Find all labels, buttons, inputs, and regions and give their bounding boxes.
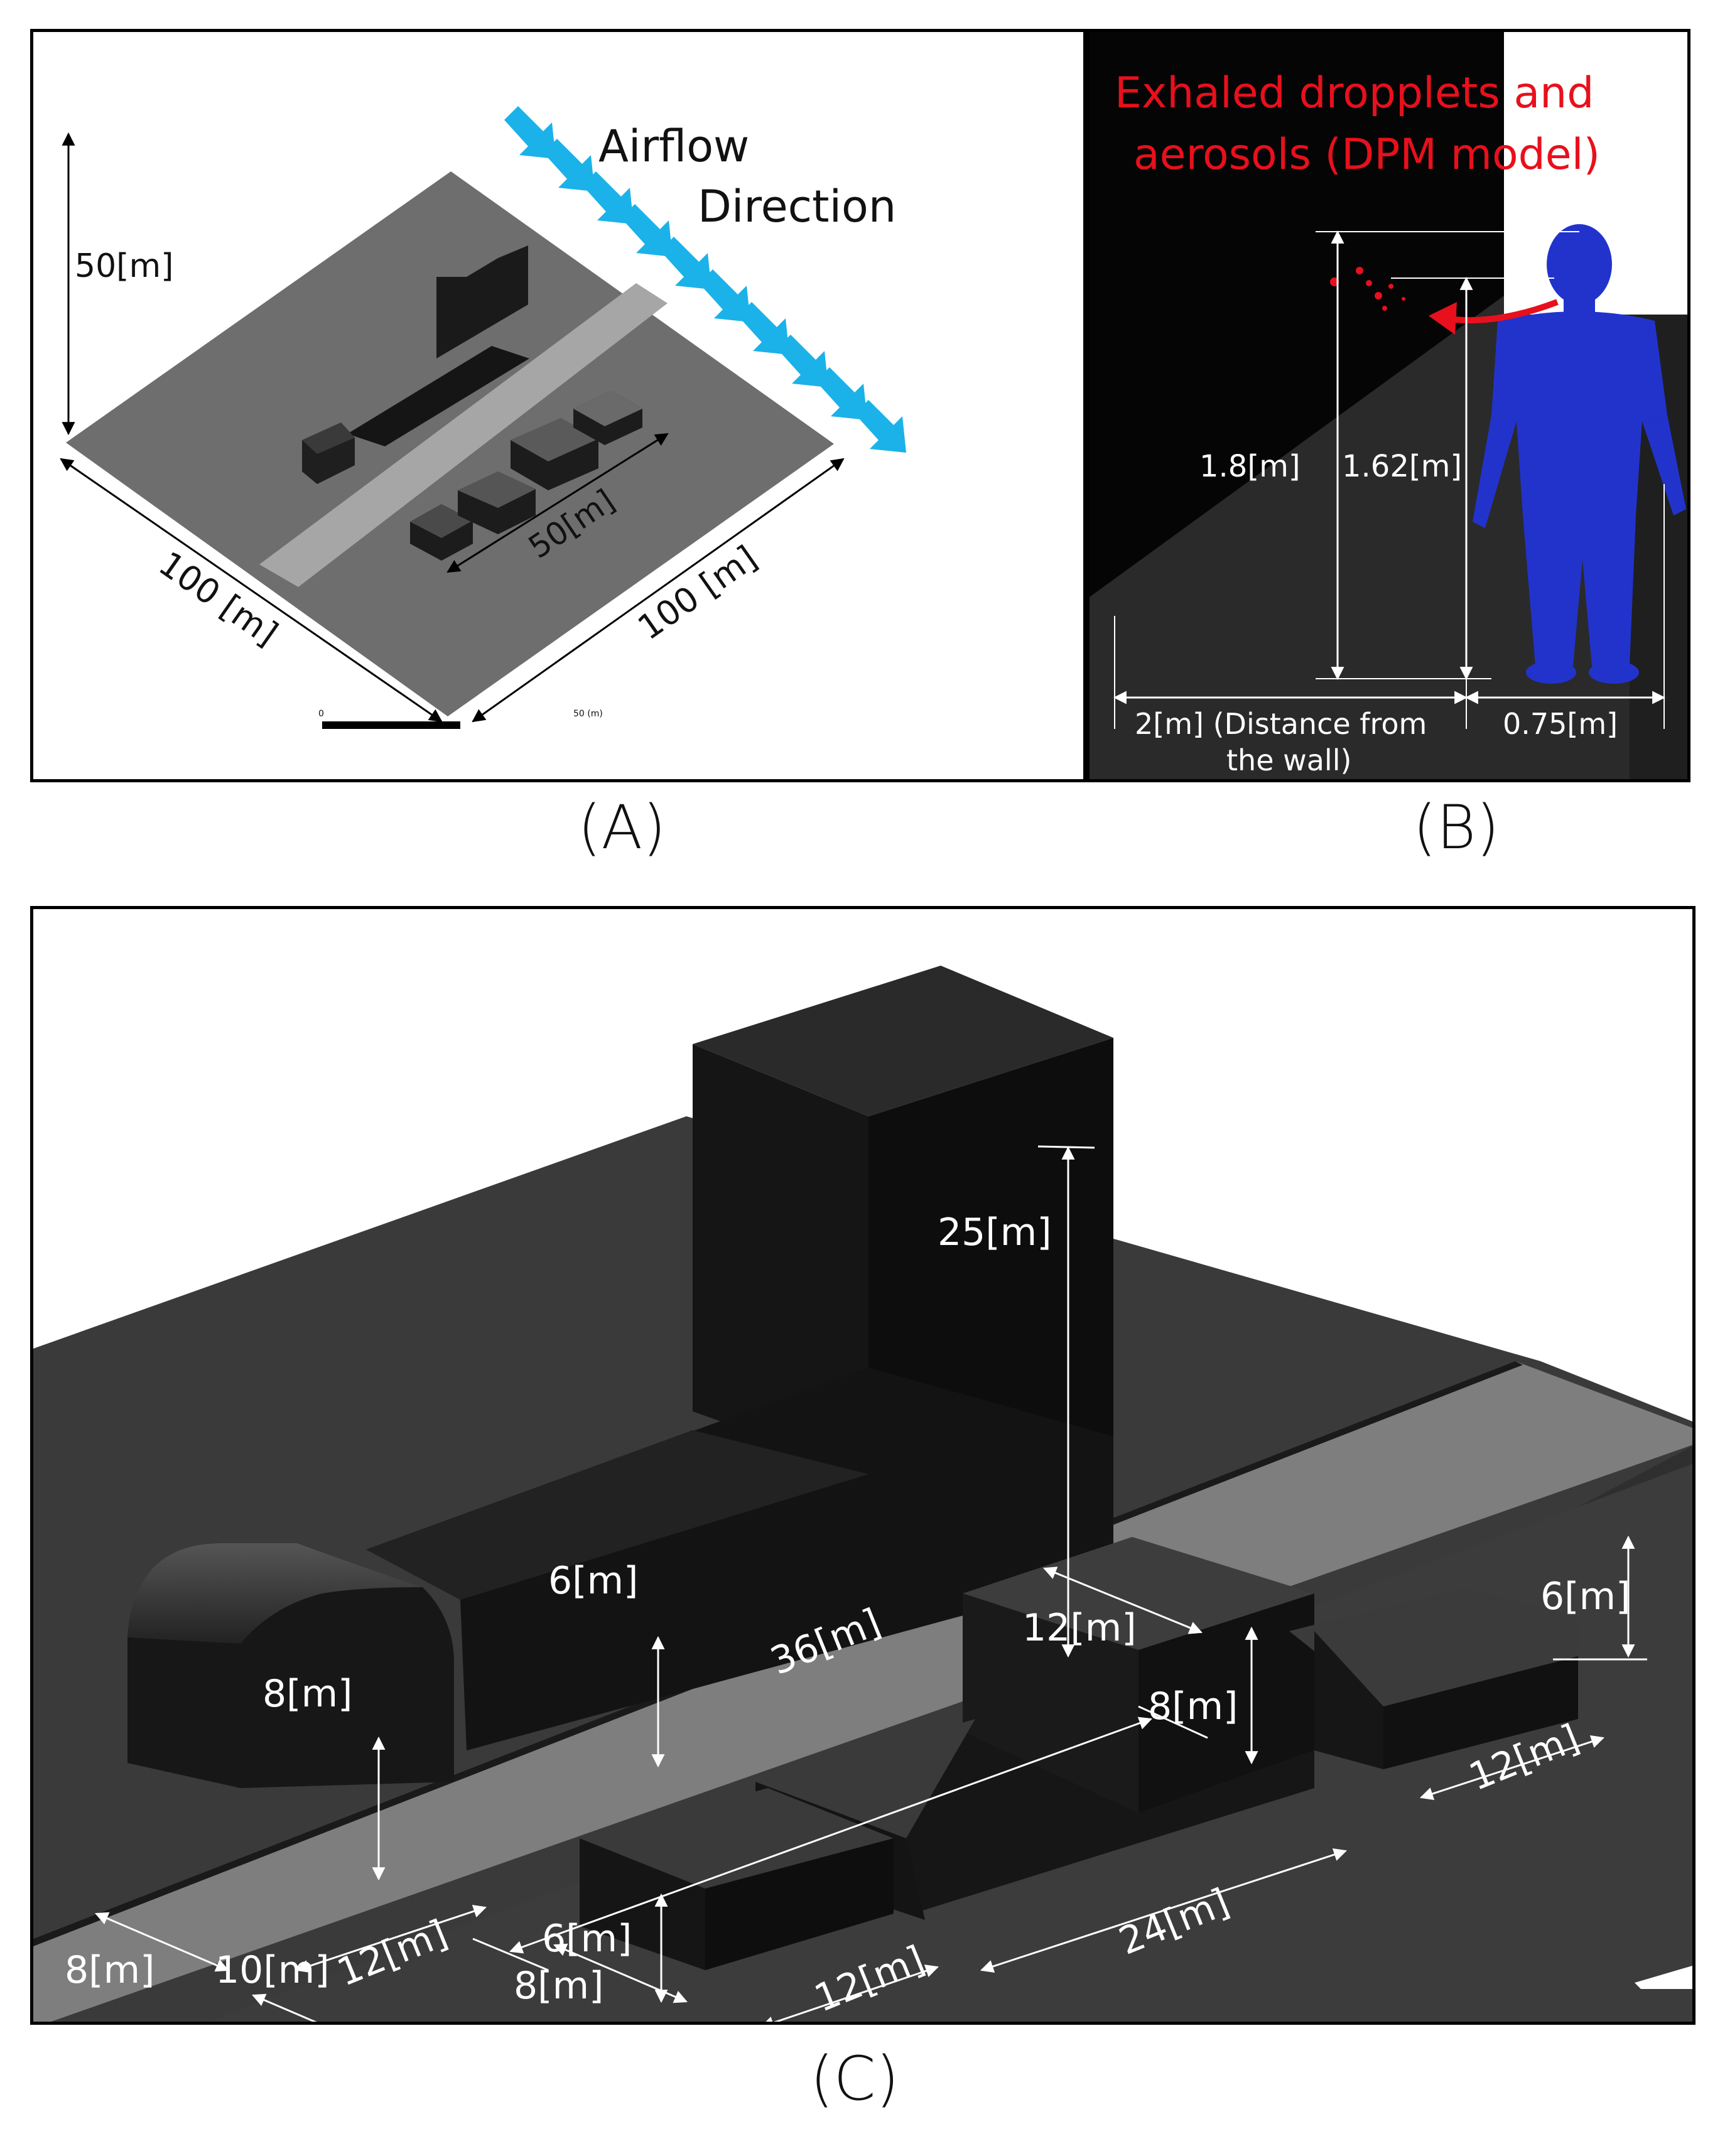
rounded-building-top <box>302 423 355 454</box>
body-width-label: 0.75[m] <box>1503 707 1618 741</box>
caption-c: (C) <box>810 2044 899 2114</box>
airflow-arrow <box>543 139 595 191</box>
human-body <box>1473 224 1686 684</box>
mid-block-side <box>1139 1593 1314 1813</box>
background-corner <box>1504 32 1687 315</box>
airflow-arrow <box>504 106 556 159</box>
airflow-label-line-1: Airflow <box>598 121 749 172</box>
right-width-dimension-line <box>472 458 845 723</box>
airflow-arrow <box>621 204 673 257</box>
rounded-building-top <box>127 1543 423 1644</box>
foreground-corner <box>1635 1965 1692 1989</box>
scale-bar <box>322 721 460 729</box>
panel-c-overlay-labels: 8[m] 12[m] <box>514 1938 931 2021</box>
tower-building <box>436 245 528 358</box>
front-house-width-label-visible: 12[m] <box>808 1938 931 2021</box>
scale-bar-start-label: 0 <box>318 709 324 719</box>
tower-height-label: 25[m] <box>938 1210 1052 1254</box>
panel-a-drawing: 50[m] 100 [m] 100 [m] 50[m] 0 50 (m) Air… <box>60 106 906 729</box>
mid-block-height-label: 8[m] <box>1148 1684 1238 1728</box>
wall <box>1090 32 1504 597</box>
wall-distance-label-line-2: the wall) <box>1226 743 1351 777</box>
street-width-label: 10[m] <box>215 1948 330 1992</box>
tower-front <box>693 1044 868 1474</box>
airflow-arrow <box>816 367 867 420</box>
front-house-height-label: 6[m] <box>542 1917 632 1961</box>
panel-b-human-model: Exhaled dropplets and aerosols (DPM mode… <box>1086 29 1690 782</box>
right-house-height-label: 6[m] <box>1540 1575 1630 1619</box>
front-row-house-4-roof <box>573 391 642 426</box>
long-building-top <box>366 1430 868 1600</box>
airflow-arrows <box>504 106 906 453</box>
tower-top <box>693 966 1113 1116</box>
long-building-front <box>366 1367 1113 1750</box>
panel-c-building-dimensions: 25[m] 6[m] 36[m] 8[m] 8[m] 12[m] 10[m] 1… <box>30 906 1696 2025</box>
side-wall <box>1630 315 1687 779</box>
long-building-height-label: 6[m] <box>548 1559 638 1603</box>
front-house-depth-label-visible: 8[m] <box>514 1964 603 2008</box>
street <box>33 1361 1692 2022</box>
panel-b-drawing: Exhaled dropplets and aerosols (DPM mode… <box>1090 32 1687 779</box>
caption-b: (B) <box>1413 792 1500 863</box>
wall-distance-label-line-1: 2[m] (Distance from <box>1135 707 1427 741</box>
airflow-arrow <box>699 269 750 322</box>
panel-a-domain-overview: 50[m] 100 [m] 100 [m] 50[m] 0 50 (m) Air… <box>30 29 1086 782</box>
scale-bar-end-label: 50 (m) <box>573 709 603 719</box>
panel-c-drawing: 25[m] 6[m] 36[m] 8[m] 8[m] 12[m] 10[m] 1… <box>33 909 1692 2022</box>
airflow-arrow <box>582 171 634 224</box>
long-building <box>347 346 529 446</box>
caption-a: (A) <box>578 792 666 863</box>
right-house-front <box>1314 1631 1383 1769</box>
airflow-arrow <box>738 302 789 355</box>
right-house-roof <box>1289 1587 1578 1706</box>
dimension-lines <box>95 1145 1647 2022</box>
left-width-dimension-line <box>60 458 443 723</box>
title-line-2: aerosols (DPM model) <box>1133 130 1600 180</box>
row-length-dimension-line <box>446 433 669 573</box>
exhalation-arrowhead <box>1429 302 1457 335</box>
total-height-label: 1.8[m] <box>1199 449 1301 484</box>
rounded-building-height-label: 8[m] <box>262 1672 352 1716</box>
height-label: 50[m] <box>75 247 173 285</box>
airflow-arrow <box>660 237 711 289</box>
rounded-building-depth-label: 8[m] <box>65 1948 154 1992</box>
airflow-arrow <box>777 335 828 387</box>
title-line-1: Exhaled dropplets and <box>1115 68 1594 118</box>
mid-block-depth-label: 12[m] <box>1022 1606 1137 1650</box>
airflow-arrow <box>855 400 906 453</box>
mouth-height-label: 1.62[m] <box>1342 449 1462 484</box>
airflow-label-line-2: Direction <box>698 181 896 232</box>
